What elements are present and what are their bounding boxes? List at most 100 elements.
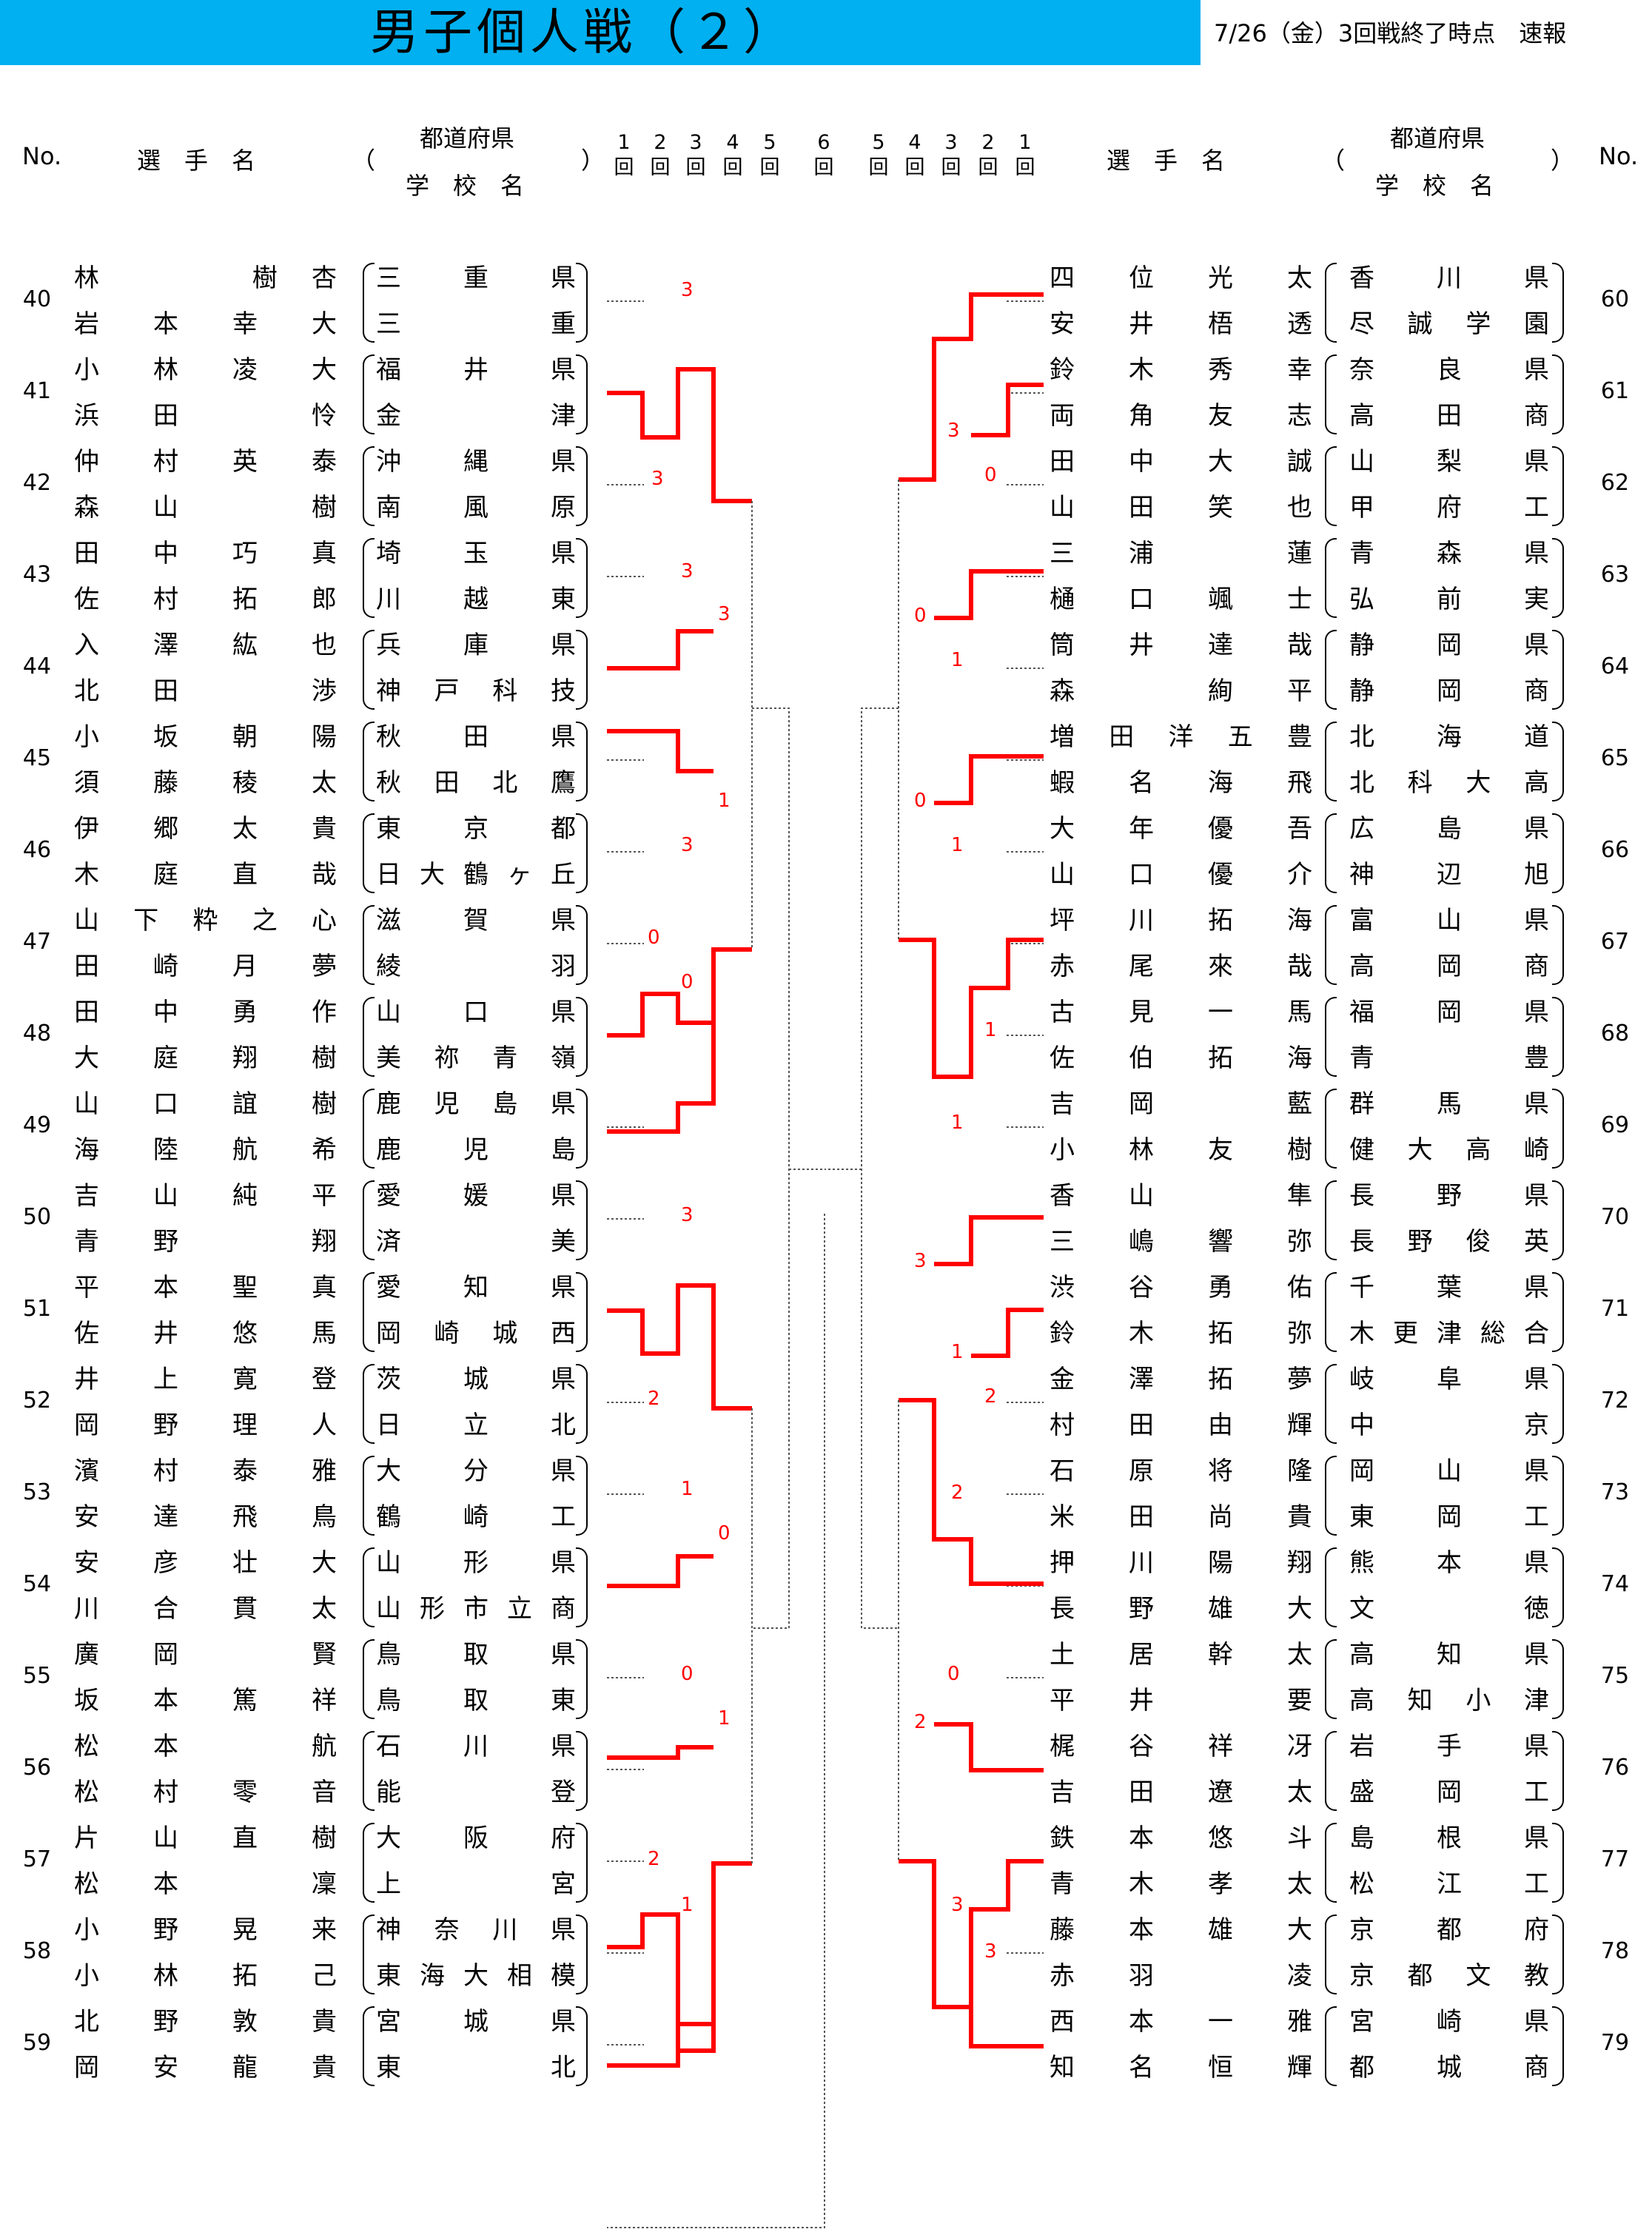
player-school: 長野県 <box>1349 1181 1549 1211</box>
player-name: 筒井達哉 <box>1050 631 1312 660</box>
bracket-line <box>861 707 899 1629</box>
player-name: 押川陽翔 <box>1050 1548 1312 1578</box>
title-bar <box>0 0 1201 65</box>
player-name: 吉山純平 <box>74 1181 337 1211</box>
winner-line <box>899 1859 1044 2009</box>
seed-number: 53 <box>22 1479 52 1505</box>
player-name: 片山直樹 <box>74 1823 337 1853</box>
player-school: 大分県 <box>376 1456 576 1486</box>
header-no-right: No. <box>1599 142 1639 170</box>
player-name: 赤羽 凌 <box>1050 1961 1312 1991</box>
seed-number: 65 <box>1600 745 1630 771</box>
bracket-paren-left <box>363 905 375 985</box>
report-date: 7/26（金）3回戦終了時点 速報 <box>1214 19 1567 47</box>
player-name: 川合貫太 <box>74 1594 337 1624</box>
bracket-paren-left <box>363 1180 375 1260</box>
player-school: 秋田県 <box>376 722 576 752</box>
winner-line <box>607 1554 713 1588</box>
player-school: 日大鶴ヶ丘 <box>376 860 576 890</box>
player-name: 土居幹太 <box>1050 1640 1312 1670</box>
bracket-paren-left <box>1325 2006 1337 2086</box>
player-name: 森山 樹 <box>74 493 337 522</box>
bracket-paren-left <box>363 997 375 1077</box>
player-school: 大阪府 <box>376 1823 576 1853</box>
player-name: 安達飛鳥 <box>74 1502 337 1532</box>
player-name: 松村零音 <box>74 1778 337 1807</box>
player-name: 両角友志 <box>1050 401 1312 431</box>
bracket-paren-left <box>1325 1731 1337 1811</box>
winner-line <box>899 938 1044 1079</box>
bracket-paren-left <box>363 354 375 434</box>
seed-number: 60 <box>1600 286 1630 312</box>
winner-line <box>607 729 713 773</box>
player-name: 平井 要 <box>1050 1686 1312 1715</box>
player-school: 山口県 <box>376 998 576 1027</box>
seed-number: 54 <box>22 1571 52 1597</box>
player-school: 鳥取県 <box>376 1640 576 1670</box>
score: 3 <box>914 1250 927 1272</box>
seed-number: 62 <box>1600 470 1630 496</box>
player-school: 茨城県 <box>376 1365 576 1394</box>
header-no-left: No. <box>22 142 62 170</box>
seed-number: 69 <box>1600 1112 1630 1138</box>
player-school: 弘前実 <box>1349 585 1549 614</box>
player-school: 山形市立商 <box>376 1594 576 1624</box>
seed-number: 42 <box>22 470 52 496</box>
player-name: 石原将隆 <box>1050 1456 1312 1486</box>
player-name: 大年優吾 <box>1050 814 1312 844</box>
player-school: 鳥取東 <box>376 1686 576 1715</box>
score: 0 <box>648 927 660 949</box>
winner-line <box>934 1722 1044 1772</box>
bracket-paren-left <box>1325 354 1337 434</box>
seed-number: 78 <box>1600 1938 1630 1964</box>
score: 3 <box>651 468 664 490</box>
bracket-paren-left <box>363 813 375 893</box>
bracket-paren-left <box>1325 446 1337 526</box>
player-name: 松本 航 <box>74 1732 337 1761</box>
player-school: 木更津総合 <box>1349 1319 1549 1348</box>
score: 1 <box>951 649 964 671</box>
player-school: 甲府工 <box>1349 493 1549 522</box>
seed-number: 45 <box>22 745 52 771</box>
player-name: 山下粋之心 <box>74 906 337 935</box>
winner-line <box>607 992 713 1038</box>
bracket-paren-left <box>363 2006 375 2086</box>
score: 3 <box>681 560 694 582</box>
player-school: 青森県 <box>1349 539 1549 568</box>
bracket-paren-left <box>1325 997 1337 1077</box>
header-paren-open-left: （ <box>352 147 376 175</box>
player-school: 北科大高 <box>1349 768 1549 798</box>
header-school-left: 学 校 名 <box>406 172 525 200</box>
player-school: 健大高崎 <box>1349 1135 1549 1165</box>
bracket-paren-left <box>1325 905 1337 985</box>
winner-line <box>607 2022 713 2068</box>
winner-line <box>607 1861 752 2053</box>
player-school: 文徳 <box>1349 1594 1549 1624</box>
seed-number: 72 <box>1600 1388 1630 1414</box>
bracket-paren-left <box>1325 1823 1337 1903</box>
player-name: 廣岡 賢 <box>74 1640 337 1670</box>
player-name: 仲村英泰 <box>74 447 337 477</box>
score: 1 <box>951 834 964 856</box>
bracket-line <box>607 1214 825 2228</box>
player-name: 北野敦貴 <box>74 2007 337 2037</box>
player-school: 能登 <box>376 1778 576 1807</box>
player-name: 濱村泰雅 <box>74 1456 337 1486</box>
header-prefecture-right: 都道府県 <box>1390 124 1485 152</box>
bracket-paren-left <box>363 263 375 343</box>
page-title: 男子個人戦（２） <box>370 4 796 61</box>
score: 3 <box>951 1894 964 1916</box>
player-name: 渋谷勇佑 <box>1050 1273 1312 1302</box>
player-school: 川越東 <box>376 585 576 614</box>
player-name: 安彦壮大 <box>74 1548 337 1578</box>
seed-number: 59 <box>22 2030 52 2056</box>
bracket-paren-left <box>363 630 375 710</box>
